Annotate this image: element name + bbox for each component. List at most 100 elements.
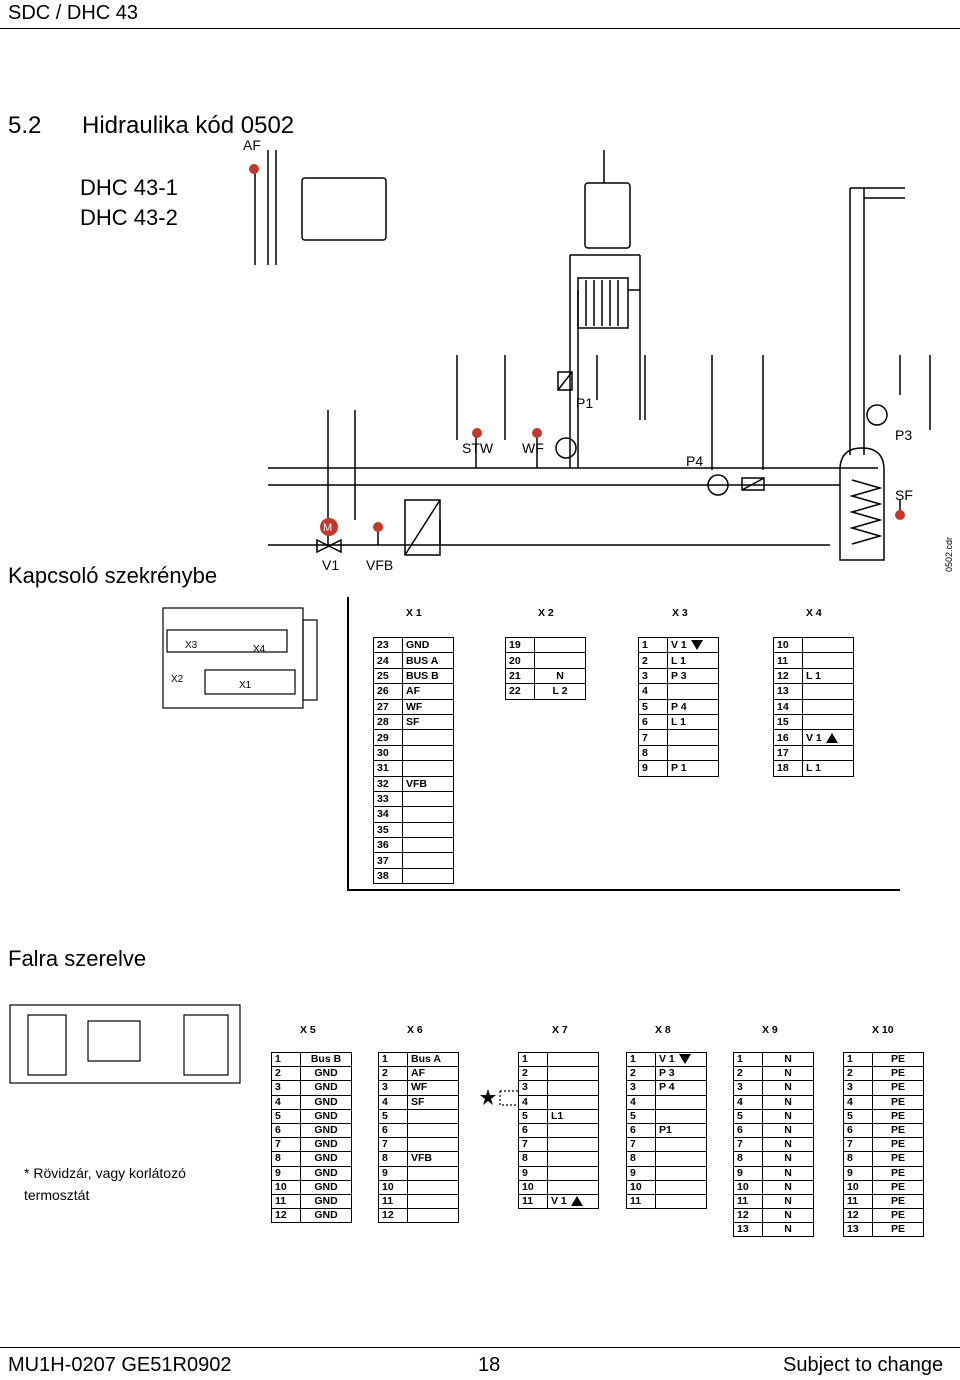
label-wf: WF bbox=[522, 440, 544, 456]
table-row: 4 bbox=[626, 1094, 707, 1110]
table-row: 5 bbox=[626, 1108, 707, 1124]
footer-divider bbox=[0, 1347, 960, 1348]
model-1: DHC 43-1 bbox=[80, 175, 178, 200]
table-row: 7 bbox=[638, 729, 719, 746]
table-row: 10 bbox=[518, 1179, 599, 1195]
cabinet-frame bbox=[347, 597, 900, 891]
table-row: 4 bbox=[518, 1094, 599, 1110]
wall-note: * Rövidzár, vagy korlátozó termosztát bbox=[24, 1165, 186, 1203]
wall-conn-x7: X 7 bbox=[552, 1024, 568, 1036]
table-row: 11 bbox=[626, 1193, 707, 1210]
table-row: 5 bbox=[378, 1108, 459, 1124]
table-row: 4 bbox=[638, 683, 719, 700]
table-row: 11 bbox=[773, 652, 854, 669]
module-x2-label: X2 bbox=[171, 674, 184, 685]
table-row: 34 bbox=[373, 806, 454, 823]
label-p1: P1 bbox=[576, 395, 593, 411]
table-row: 8 bbox=[626, 1151, 707, 1167]
table-row: 11 bbox=[378, 1193, 459, 1210]
table-row: 7 bbox=[518, 1137, 599, 1153]
label-v1: V1 bbox=[322, 557, 339, 573]
table-row: 30 bbox=[373, 744, 454, 762]
table-row: 20 bbox=[505, 652, 586, 669]
triangle-up-icon bbox=[825, 732, 838, 743]
triangle-down-icon bbox=[690, 640, 703, 651]
table-row: 8 bbox=[638, 744, 719, 762]
table-row: 17 bbox=[773, 744, 854, 762]
table-row: 9 bbox=[626, 1165, 707, 1181]
model-2: DHC 43-2 bbox=[80, 205, 178, 230]
table-row: 29 bbox=[373, 729, 454, 746]
table-row: 1 bbox=[518, 1051, 599, 1068]
label-vfb: VFB bbox=[366, 557, 393, 573]
label-p3: P3 bbox=[895, 427, 912, 443]
file-name: 0502.cdr bbox=[944, 537, 954, 572]
footer-notice: Subject to change bbox=[783, 1354, 944, 1376]
header-divider bbox=[0, 28, 960, 29]
module-x1-label: X1 bbox=[239, 680, 252, 691]
wall-conn-x8: X 8 bbox=[655, 1024, 671, 1036]
table-row: 15 bbox=[773, 713, 854, 731]
wall-unit-drawing bbox=[9, 1004, 241, 1084]
table-row: 14 bbox=[773, 698, 854, 715]
footer-doc-code: MU1H-0207 GE51R0902 bbox=[8, 1354, 232, 1376]
table-row: 6 bbox=[378, 1122, 459, 1139]
cabinet-module-drawing: X3 X4 X2 X1 bbox=[162, 607, 318, 709]
table-row: 8 bbox=[518, 1151, 599, 1167]
wall-conn-x5: X 5 bbox=[300, 1024, 316, 1036]
section-title: Hidraulika kód 0502 bbox=[82, 112, 295, 139]
cabinet-title: Kapcsoló szekrénybe bbox=[8, 563, 218, 588]
jumper-marker bbox=[480, 1089, 518, 1106]
